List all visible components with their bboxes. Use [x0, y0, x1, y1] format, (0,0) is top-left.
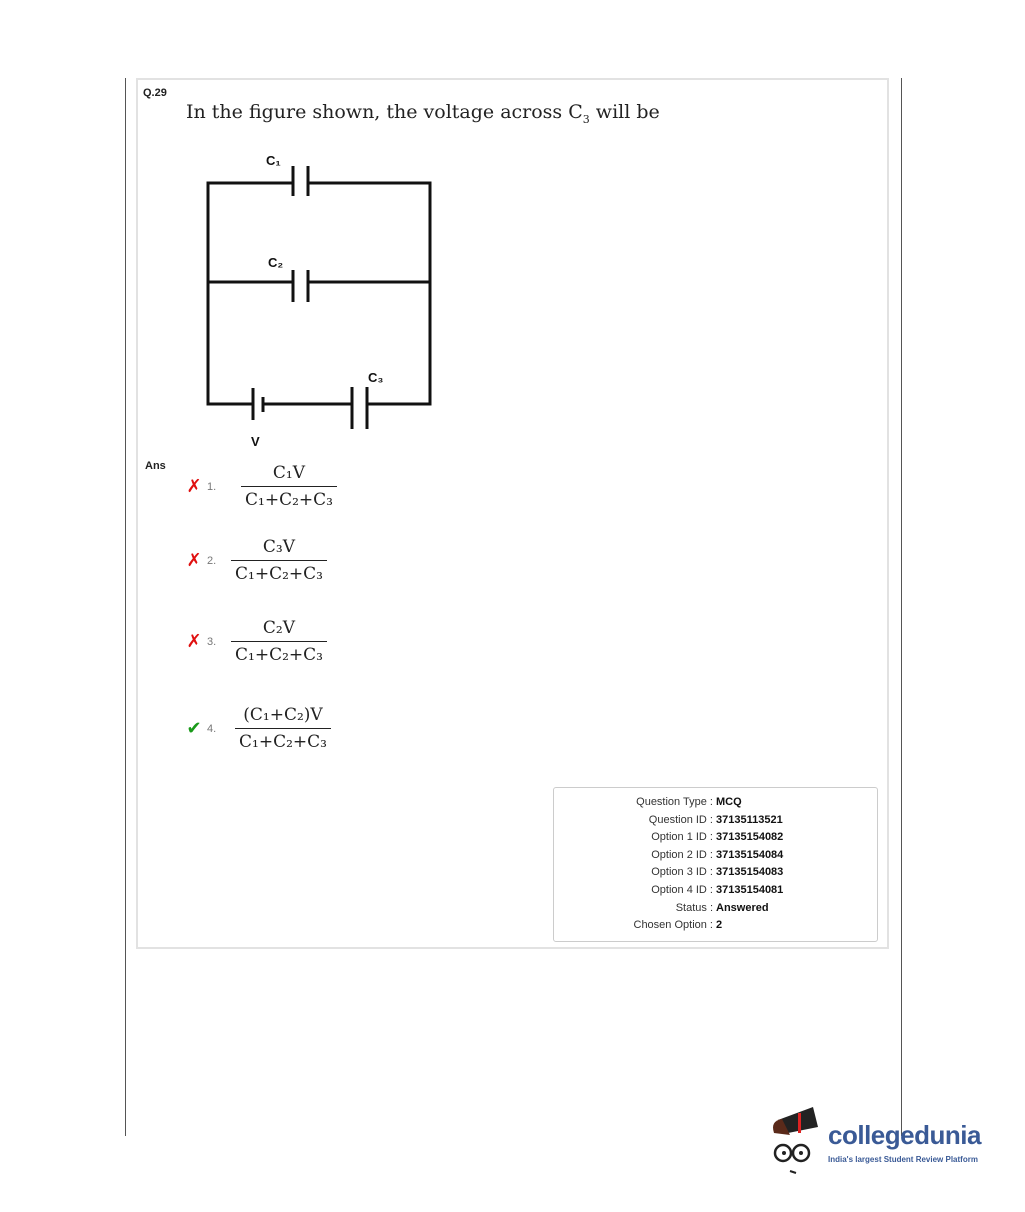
question-number: Q.29 — [143, 87, 167, 99]
info-value: MCQ — [716, 796, 742, 808]
question-text: In the figure shown, the voltage across … — [186, 101, 660, 126]
cross-icon: ✗ — [186, 631, 202, 651]
info-row: Option 3 ID :37135154083 — [554, 866, 877, 884]
brand-tagline: India's largest Student Review Platform — [828, 1155, 978, 1164]
mascot-logo-icon — [773, 1107, 818, 1174]
cross-icon: ✗ — [186, 476, 202, 496]
cross-icon: ✗ — [186, 550, 202, 570]
c1-label: C₁ — [266, 153, 281, 168]
info-key: Chosen Option : — [633, 919, 714, 932]
brand-name: collegedunia — [828, 1120, 981, 1150]
page-right-border — [901, 78, 902, 1136]
info-key: Question ID : — [648, 813, 713, 826]
c2-label: C₂ — [268, 255, 283, 270]
info-row: Question ID :37135113521 — [554, 814, 877, 832]
check-icon: ✔ — [186, 718, 202, 738]
circuit-diagram: C₁ C₂ C₃ V — [206, 153, 432, 449]
info-row: Question Type :MCQ — [554, 796, 877, 814]
info-row: Option 4 ID :37135154081 — [554, 884, 877, 902]
answer-label: Ans — [145, 460, 166, 472]
info-row: Chosen Option :2 — [554, 919, 877, 937]
question-panel — [136, 78, 889, 949]
info-value: 37135154081 — [716, 883, 784, 896]
info-row: Option 1 ID :37135154082 — [554, 831, 877, 849]
info-key: Status : — [675, 901, 713, 914]
info-row: Status :Answered — [554, 902, 877, 920]
c3-label: C₃ — [368, 370, 383, 385]
info-value: 37135154084 — [716, 848, 784, 861]
info-row: Option 2 ID :37135154084 — [554, 849, 877, 867]
info-key: Option 4 ID : — [651, 883, 713, 896]
info-key: Option 2 ID : — [651, 848, 713, 861]
info-value: 37135154083 — [716, 866, 784, 879]
v-label: V — [251, 434, 260, 449]
info-value: 2 — [716, 919, 723, 932]
info-value: 37135113521 — [716, 813, 783, 826]
info-value: 37135154082 — [716, 831, 784, 844]
page-left-border — [125, 78, 126, 1136]
info-value: Answered — [716, 901, 769, 914]
info-key: Question Type : — [636, 796, 713, 808]
info-key: Option 1 ID : — [651, 831, 713, 844]
info-key: Option 3 ID : — [651, 866, 713, 879]
